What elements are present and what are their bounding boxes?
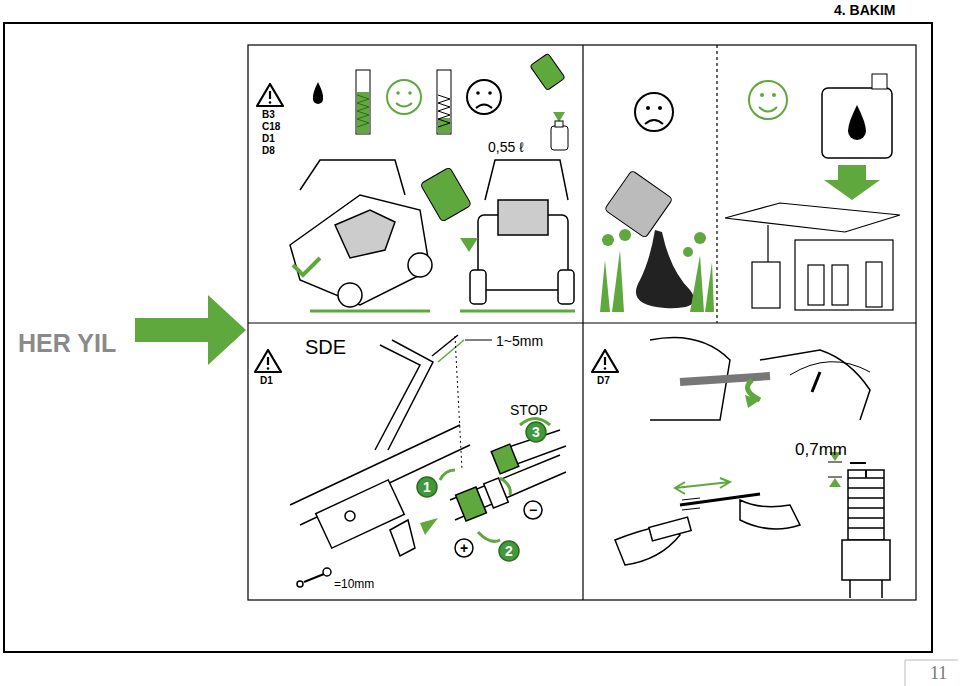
section-title: 4. BAKIM [834, 3, 895, 17]
warning-triangle [592, 350, 618, 372]
page-number: 11 [930, 664, 947, 682]
step-circle: − [523, 500, 543, 520]
oil-disposal-illustration [600, 74, 900, 312]
spark-plug-illustration [615, 338, 890, 599]
gap-dimension: 0,7mm [795, 441, 847, 458]
step-circle: 3 [525, 421, 547, 443]
panel-grid [248, 45, 916, 600]
warning-code: C18 [262, 122, 280, 132]
page-number-corner [905, 660, 958, 686]
interval-label: HER YIL [18, 331, 116, 356]
year-arrow [135, 295, 246, 365]
stop-label: STOP [510, 403, 548, 417]
callout-number: 3 [525, 421, 547, 439]
circle-shape [524, 501, 542, 519]
warning-triangle [255, 350, 281, 372]
circle-shape [417, 477, 437, 497]
dimension: 1~5mm [496, 334, 543, 348]
step-circle: 2 [498, 540, 520, 562]
blade-illustration [290, 335, 566, 587]
warning-code: D8 [262, 146, 275, 156]
warning-code: D1 [260, 376, 273, 386]
warning-code: D7 [597, 376, 610, 386]
circle-shape [526, 422, 546, 442]
callout-number: + [454, 538, 474, 555]
callout-number: − [523, 500, 543, 517]
oil-volume: 0,55 ℓ [488, 140, 524, 154]
circle-shape [499, 541, 519, 561]
callout-number: 2 [498, 540, 520, 558]
warning-code: D1 [262, 134, 275, 144]
oil-check-illustration [290, 53, 575, 311]
page-frame [4, 23, 932, 652]
wrench-size: =10mm [334, 578, 374, 590]
part-name: SDE [305, 337, 346, 357]
circle-shape [455, 539, 473, 557]
step-circle: + [454, 538, 474, 558]
step-circle: 1 [416, 476, 438, 498]
warning-code: B3 [262, 110, 275, 120]
callout-number: 1 [416, 476, 438, 494]
warning-triangle [257, 84, 283, 106]
